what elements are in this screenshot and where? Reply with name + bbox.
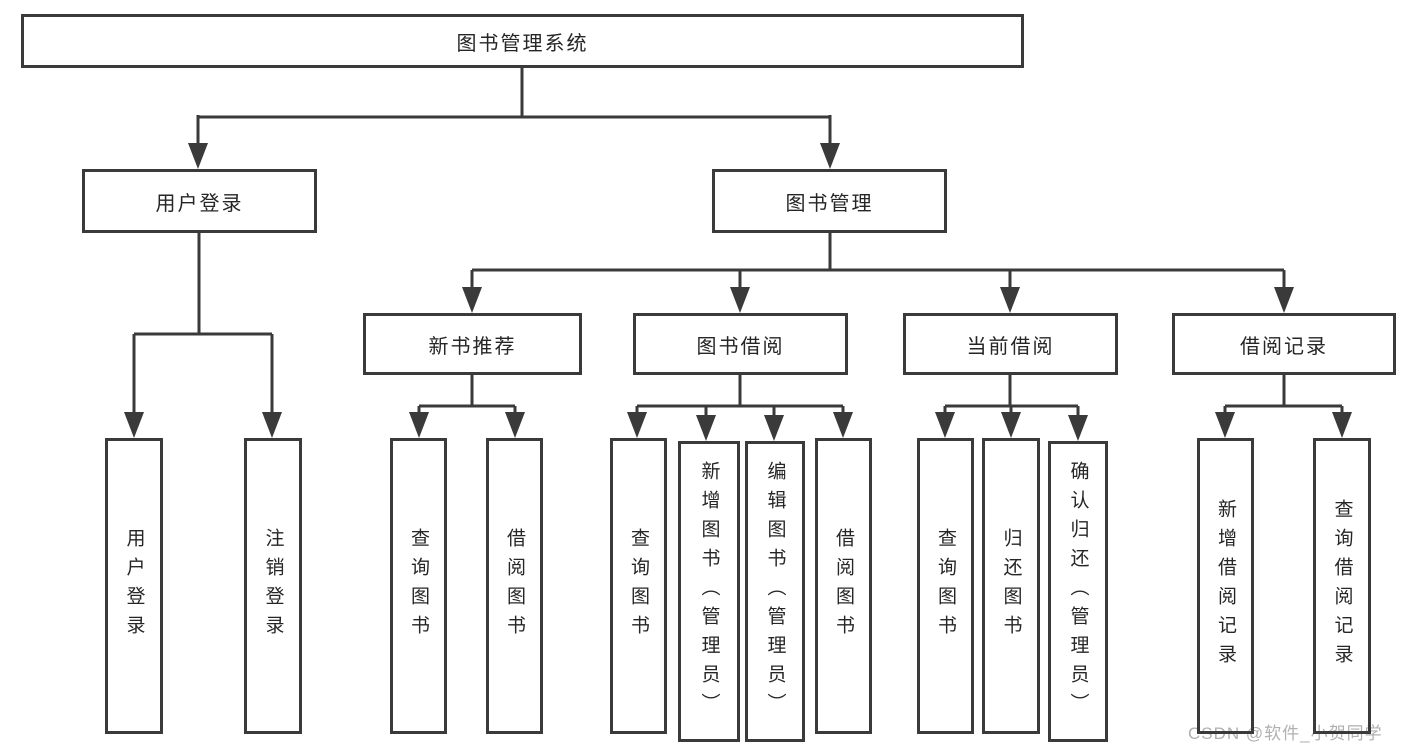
arrowheads <box>124 143 1352 441</box>
node-borrow-records: 借阅记录 <box>1172 313 1396 375</box>
leaf-query-books-recommend: 查询图书 <box>390 438 447 734</box>
watermark: CSDN @软件_小贺同学 <box>1188 724 1383 743</box>
node-label: 借阅图书 <box>504 528 525 644</box>
node-label: 归还图书 <box>1000 528 1022 644</box>
node-label: 图书借阅 <box>696 335 785 358</box>
leaf-return-books: 归还图书 <box>982 438 1040 734</box>
node-library-management-system: 图书管理系统 <box>21 14 1024 68</box>
node-label: 用户登录 <box>155 192 244 215</box>
leaf-edit-books-admin: 编辑图书（管理员） <box>745 441 805 742</box>
leaf-query-books-current: 查询图书 <box>917 438 974 734</box>
node-user-login: 用户登录 <box>82 169 317 233</box>
node-label: 注销登录 <box>262 528 284 644</box>
node-label: 查询图书 <box>935 528 956 644</box>
node-label: 当前借阅 <box>966 335 1055 358</box>
node-label: 新书推荐 <box>428 335 517 358</box>
node-label: 确认归还（管理员） <box>1067 461 1089 722</box>
leaf-logout: 注销登录 <box>244 438 302 734</box>
node-label: 借阅图书 <box>833 528 854 644</box>
node-label: 查询图书 <box>628 528 649 644</box>
node-label: 借阅记录 <box>1240 335 1328 358</box>
node-label: 新增图书（管理员） <box>698 461 720 722</box>
node-label: 图书管理系统 <box>456 32 589 55</box>
node-label: 新增借阅记录 <box>1215 499 1236 673</box>
leaf-add-borrow-record: 新增借阅记录 <box>1197 438 1254 734</box>
leaf-query-books-borrow: 查询图书 <box>610 438 667 734</box>
node-label: 查询图书 <box>408 528 429 644</box>
leaf-borrow-books-recommend: 借阅图书 <box>486 438 543 734</box>
node-label: 编辑图书（管理员） <box>764 461 786 722</box>
node-new-book-recommend: 新书推荐 <box>363 313 582 375</box>
node-label: 查询借阅记录 <box>1331 499 1353 673</box>
leaf-query-borrow-record: 查询借阅记录 <box>1313 438 1371 734</box>
leaf-borrow-books: 借阅图书 <box>815 438 872 734</box>
leaf-confirm-return-admin: 确认归还（管理员） <box>1048 441 1108 742</box>
leaf-user-login: 用户登录 <box>105 438 163 734</box>
node-label: 图书管理 <box>785 192 874 215</box>
node-book-management: 图书管理 <box>712 169 947 233</box>
node-book-borrow: 图书借阅 <box>633 313 848 375</box>
node-label: 用户登录 <box>123 528 145 644</box>
leaf-add-books-admin: 新增图书（管理员） <box>678 441 740 742</box>
node-current-borrow: 当前借阅 <box>903 313 1118 375</box>
